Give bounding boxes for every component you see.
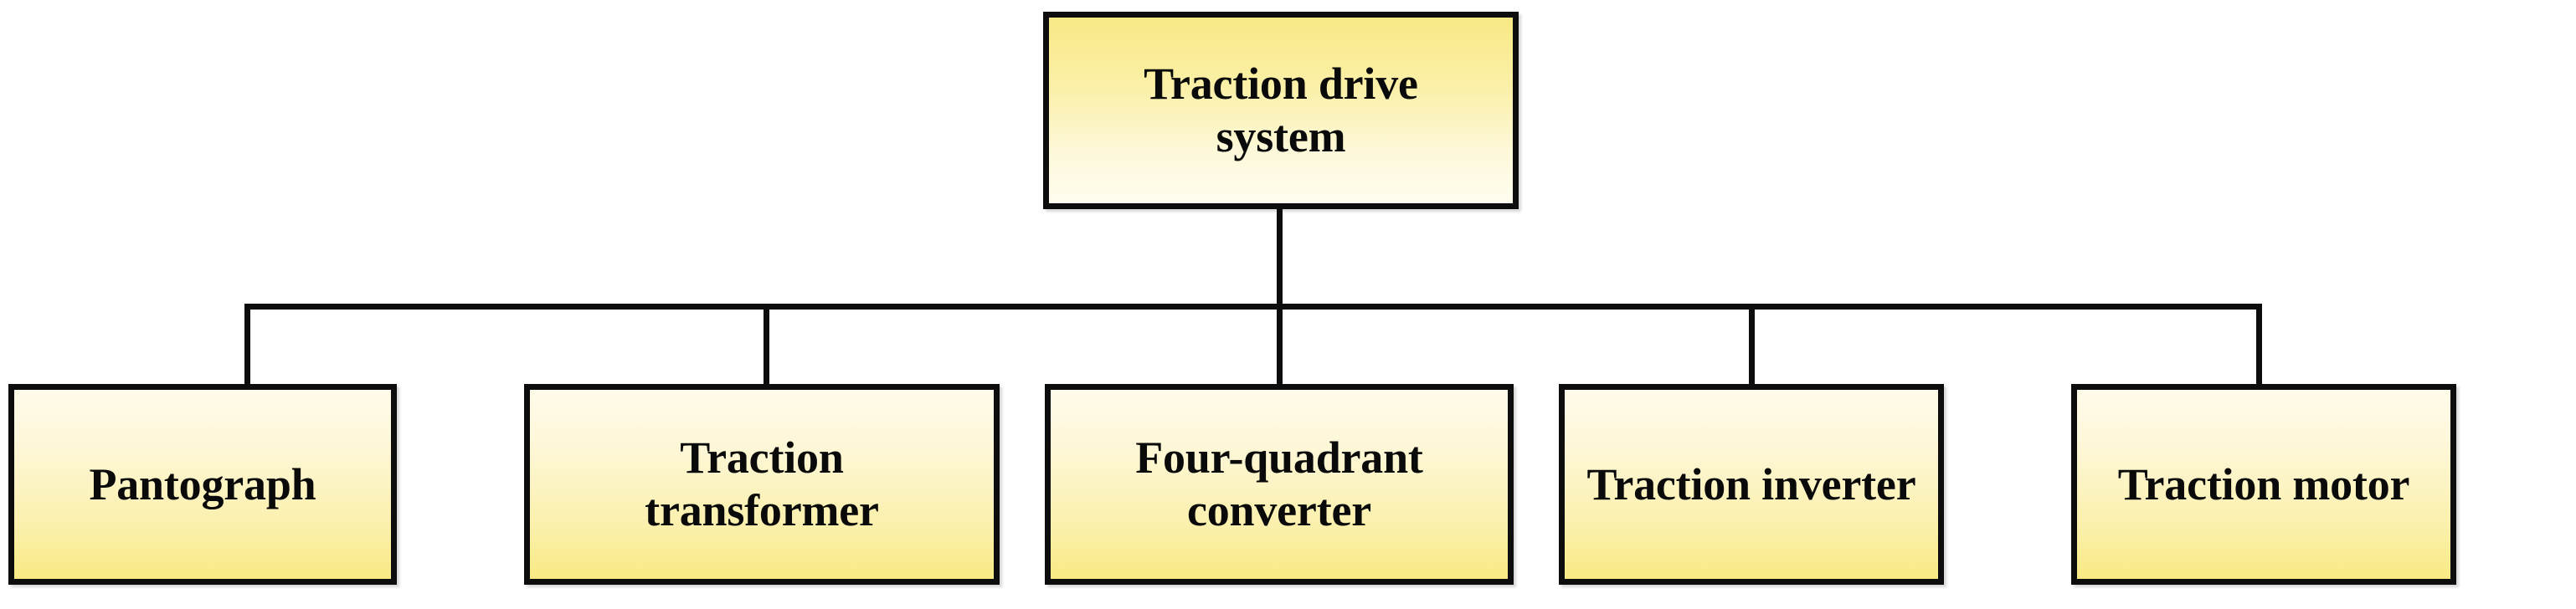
node-label: Four-quadrant converter (1135, 432, 1423, 535)
node-label: Traction inverter (1586, 458, 1916, 509)
node-label: Pantograph (89, 458, 316, 509)
connector-drop-four-quadrant-converter (1277, 304, 1283, 387)
node-four-quadrant-converter[interactable]: Four-quadrant converter (1045, 384, 1514, 585)
node-pantograph[interactable]: Pantograph (8, 384, 397, 585)
node-label: Traction drive system (1144, 59, 1418, 161)
node-traction-motor[interactable]: Traction motor (2071, 384, 2456, 585)
connector-horizontal-bus (244, 304, 2262, 310)
node-label: Traction transformer (645, 432, 879, 535)
connector-root-stem (1277, 206, 1283, 310)
connector-drop-traction-motor (2256, 304, 2262, 387)
node-traction-drive-system[interactable]: Traction drive system (1043, 12, 1519, 209)
connector-drop-pantograph (244, 304, 250, 387)
connector-drop-traction-transformer (764, 304, 769, 387)
node-label: Traction motor (2117, 458, 2410, 509)
node-traction-transformer[interactable]: Traction transformer (524, 384, 1000, 585)
node-traction-inverter[interactable]: Traction inverter (1559, 384, 1944, 585)
connector-drop-traction-inverter (1749, 304, 1755, 387)
